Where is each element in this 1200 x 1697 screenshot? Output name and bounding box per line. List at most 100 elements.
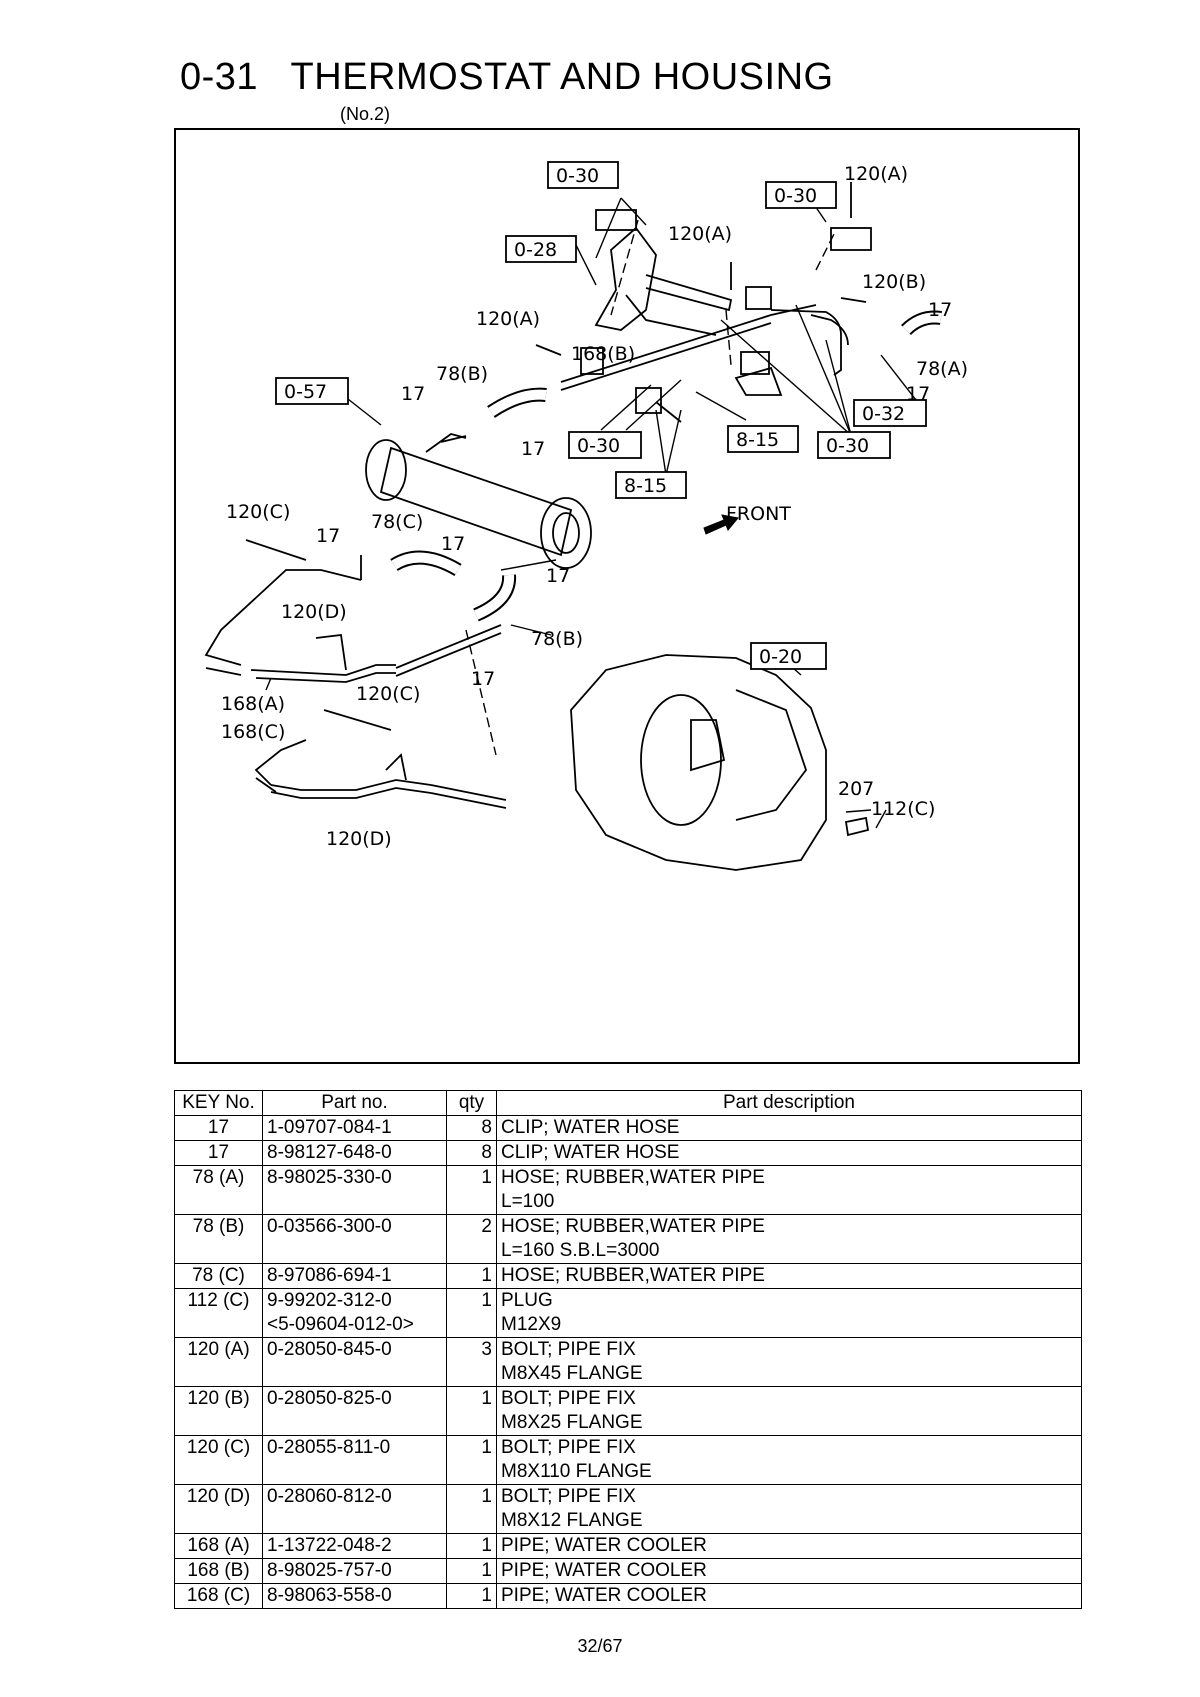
part-no: 0-28050-825-0 (267, 1388, 392, 1409)
callout-label: 17 (316, 525, 340, 547)
part-description: PLUG (501, 1290, 553, 1311)
key-no-cell: 120 (A) (174, 1337, 263, 1387)
diagram-svg: 0-30 0-30 0-28 0-57 0-30 8-15 0-30 0-32 … (204, 161, 968, 871)
part-no: <5-09604-012-0> (267, 1314, 414, 1335)
key-no-cell: 112 (C) (174, 1288, 263, 1338)
part-description-cell: PIPE; WATER COOLER (496, 1583, 1082, 1609)
callout-label: 17 (906, 383, 930, 405)
key-no-cell: 120 (D) (174, 1484, 263, 1534)
part-no: 0-28055-811-0 (267, 1437, 391, 1458)
box-label: 0-30 (826, 435, 869, 457)
box-label: 8-15 (736, 429, 779, 451)
callout-label: FRONT (726, 503, 791, 525)
box-label-frame (275, 377, 349, 405)
part-description: HOSE; RUBBER,WATER PIPE (501, 1167, 765, 1188)
box-label-frame (765, 181, 837, 209)
part-no: 8-98025-330-0 (267, 1167, 392, 1188)
part-no: 1-09707-084-1 (267, 1117, 392, 1138)
key-no-cell: 78 (B) (174, 1214, 263, 1264)
part-no: 0-28050-845-0 (267, 1339, 392, 1360)
callout-label: 78(B) (436, 363, 488, 385)
part-no-cell: 8-97086-694-1 (262, 1263, 447, 1289)
part-no: 9-99202-312-0 (267, 1290, 392, 1311)
part-no-cell: 0-28055-811-0 (262, 1435, 447, 1485)
key-no-cell: 168 (C) (174, 1583, 263, 1609)
part-description: M8X110 FLANGE (501, 1461, 652, 1482)
key-no-cell: 78 (A) (174, 1165, 263, 1215)
part-no-cell: 0-28050-845-0 (262, 1337, 447, 1387)
part-no-cell: 8-98063-558-0 (262, 1583, 447, 1609)
part-no-cell: 1-09707-084-1 (262, 1115, 447, 1141)
callout-label: 120(C) (356, 683, 420, 705)
box-label-frame (727, 425, 799, 453)
callout-label: 120(D) (326, 828, 392, 850)
callout-label: 78(C) (371, 511, 423, 533)
key-no-cell: 168 (A) (174, 1533, 263, 1559)
callout-label: 120(D) (281, 601, 347, 623)
box-label-frame (817, 431, 891, 459)
callout-label: 120(A) (844, 163, 908, 185)
header-part-no: Part no. (262, 1090, 447, 1116)
part-description: L=100 (501, 1191, 555, 1212)
qty-cell: 1 (446, 1435, 497, 1485)
part-description: M8X25 FLANGE (501, 1412, 643, 1433)
callout-label: 17 (521, 438, 545, 460)
part-description: M12X9 (501, 1314, 562, 1335)
box-label-frame (547, 161, 619, 189)
part-description-cell: CLIP; WATER HOSE (496, 1140, 1082, 1166)
key-no-cell: 120 (C) (174, 1435, 263, 1485)
page-title: 0-31 THERMOSTAT AND HOUSING (180, 56, 834, 98)
part-description: BOLT; PIPE FIX (501, 1486, 636, 1507)
thermostat-housing-drawing (365, 433, 592, 569)
part-description-cell: HOSE; RUBBER,WATER PIPE (496, 1263, 1082, 1289)
key-no-cell: 168 (B) (174, 1558, 263, 1584)
exploded-parts-diagram: 0-30 0-30 0-28 0-57 0-30 8-15 0-30 0-32 … (174, 128, 1080, 1064)
box-label-frame (853, 399, 927, 427)
qty-cell: 1 (446, 1484, 497, 1534)
box-label-frame (615, 471, 687, 499)
qty-cell: 2 (446, 1214, 497, 1264)
callout-label: 120(A) (476, 308, 540, 330)
part-description-cell: PIPE; WATER COOLER (496, 1533, 1082, 1559)
part-description: M8X12 FLANGE (501, 1510, 643, 1531)
part-no: 1-13722-048-2 (267, 1535, 392, 1556)
callout-label: 120(C) (226, 501, 290, 523)
box-label: 0-57 (284, 381, 327, 403)
pipe-168a-drawing (204, 555, 502, 683)
part-description: PIPE; WATER COOLER (501, 1585, 707, 1606)
qty-cell: 1 (446, 1165, 497, 1215)
box-label-frame (750, 642, 827, 670)
table-header-row: KEY No. Part no. qty Part description (174, 1090, 1082, 1116)
box-label: 0-30 (556, 165, 599, 187)
part-description-cell: CLIP; WATER HOSE (496, 1115, 1082, 1141)
qty-cell: 1 (446, 1386, 497, 1436)
box-label-frame (568, 431, 642, 459)
callout-label: 120(A) (668, 223, 732, 245)
page-number: 32/67 (577, 1636, 623, 1656)
page-subtitle: (No.2) (340, 104, 391, 124)
callout-label: 168(A) (221, 693, 285, 715)
qty-cell: 8 (446, 1115, 497, 1141)
qty-cell: 8 (446, 1140, 497, 1166)
callout-label: 78(B) (531, 628, 583, 650)
header-key-no: KEY No. (174, 1090, 263, 1116)
bracket-drawing (594, 209, 733, 336)
part-no: 8-98025-757-0 (267, 1560, 392, 1581)
part-no: 0-03566-300-0 (267, 1216, 392, 1237)
part-description-cell: HOSE; RUBBER,WATER PIPE L=100 (496, 1165, 1082, 1215)
callout-label: 17 (546, 565, 570, 587)
